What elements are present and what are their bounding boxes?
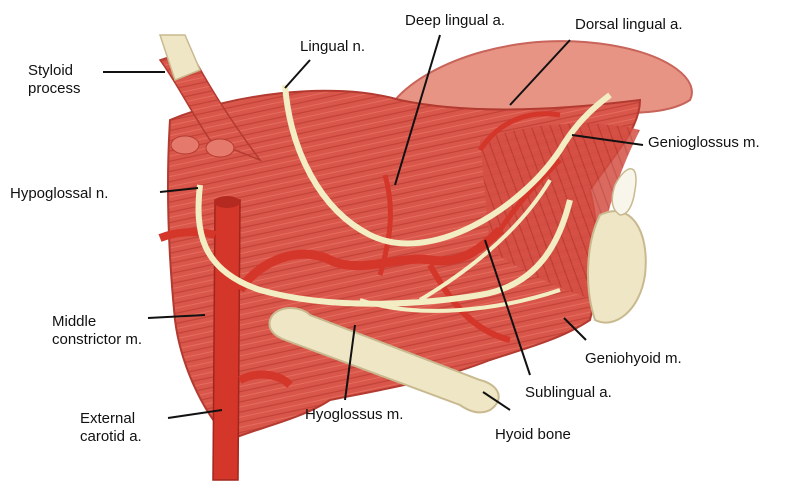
carotid-cut-end (214, 196, 240, 208)
label-hyoglossus-m: Hyoglossus m. (305, 406, 403, 424)
mandible-fragment (588, 211, 646, 322)
label-middle-constrictor-m: Middle constrictor m. (52, 313, 142, 349)
leader-lingual-n (285, 60, 310, 88)
muscle-cut-end (171, 136, 199, 154)
label-styloid-process: Styloid process (28, 62, 81, 98)
muscle-cut-end (206, 139, 234, 157)
label-hyoid-bone: Hyoid bone (495, 426, 571, 444)
label-lingual-n: Lingual n. (300, 38, 365, 56)
label-geniohyoid-m: Geniohyoid m. (585, 350, 682, 368)
label-dorsal-lingual-a: Dorsal lingual a. (575, 16, 683, 34)
external-carotid-artery (213, 200, 240, 480)
label-hypoglossal-n: Hypoglossal n. (10, 185, 108, 203)
label-sublingual-a: Sublingual a. (525, 384, 612, 402)
label-deep-lingual-a: Deep lingual a. (405, 12, 505, 30)
label-external-carotid-a: External carotid a. (80, 410, 142, 446)
label-genioglossus-m: Genioglossus m. (648, 134, 760, 152)
